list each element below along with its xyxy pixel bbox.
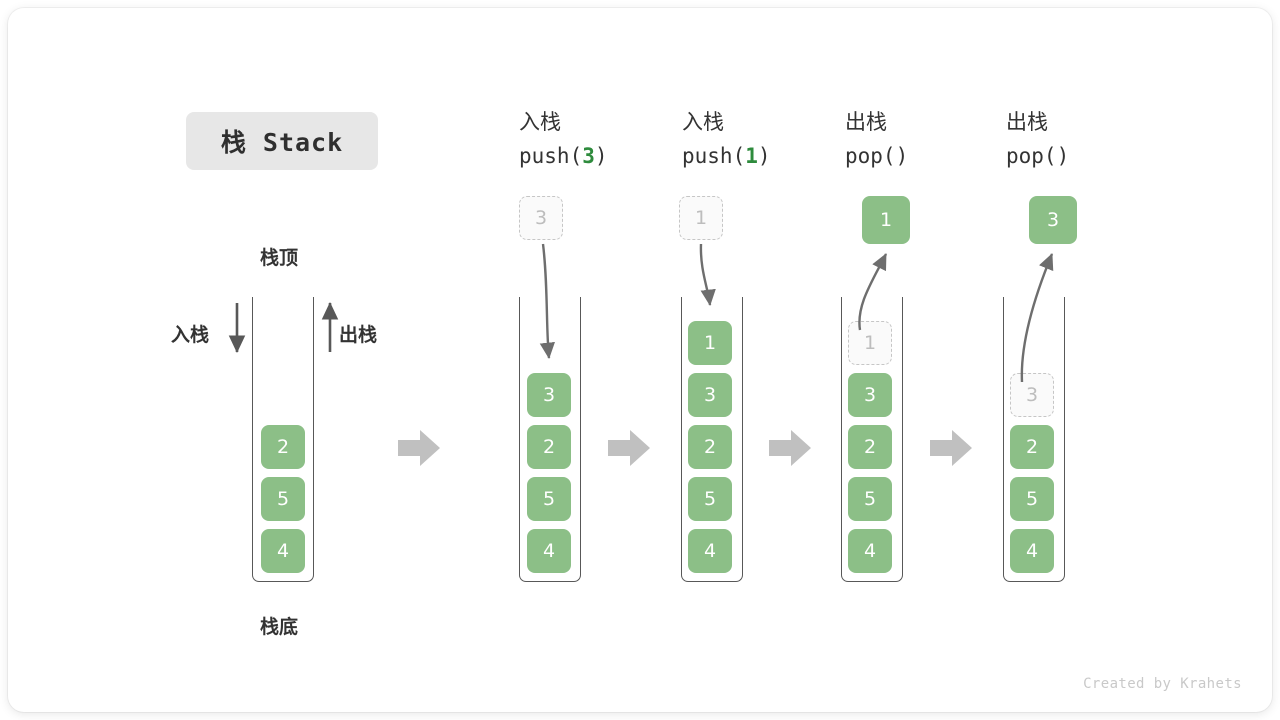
code-argument: 3 — [582, 144, 595, 168]
popped-cell-3: 3 — [1029, 196, 1077, 244]
stack-container-initial — [252, 297, 314, 582]
stack-cell: 2 — [261, 425, 305, 469]
column-header-code: push(1) — [682, 139, 771, 173]
stack-cell: 5 — [261, 477, 305, 521]
stack-cell: 2 — [527, 425, 571, 469]
code-prefix: pop( — [845, 144, 896, 168]
watermark: Created by Krahets — [1083, 676, 1242, 692]
step-arrow-icon — [398, 430, 440, 466]
code-suffix: ) — [594, 144, 608, 168]
floating-cell-push-3: 3 — [519, 196, 563, 240]
column-header-code: pop() — [845, 139, 908, 173]
stack-cell: 2 — [848, 425, 892, 469]
code-prefix: pop( — [1006, 144, 1057, 168]
pop-direction-label: 出栈 — [339, 324, 378, 346]
stack-cell: 2 — [1010, 425, 1054, 469]
code-suffix: ) — [1056, 144, 1070, 168]
stack-cell-vacated: 3 — [1010, 373, 1054, 417]
stack-container-pop-2 — [1003, 297, 1065, 582]
stack-bottom-label: 栈底 — [260, 616, 299, 638]
column-header-cn: 入栈 — [682, 110, 724, 134]
stack-cell: 1 — [688, 321, 732, 365]
stack-cell: 4 — [848, 529, 892, 573]
stack-cell: 5 — [527, 477, 571, 521]
stack-cell-vacated: 1 — [848, 321, 892, 365]
column-header-push-1: 入栈 push(1) — [682, 105, 771, 173]
diagram-title-chip: 栈 Stack — [186, 112, 378, 170]
column-header-code: push(3) — [519, 139, 608, 173]
stack-cell: 2 — [688, 425, 732, 469]
column-header-pop-2: 出栈 pop() — [1006, 105, 1069, 173]
push-direction-label: 入栈 — [171, 324, 210, 346]
column-header-push-3: 入栈 push(3) — [519, 105, 608, 173]
column-header-cn: 出栈 — [845, 110, 887, 134]
column-header-code: pop() — [1006, 139, 1069, 173]
diagram-title: 栈 Stack — [220, 128, 344, 157]
code-argument: 1 — [745, 144, 758, 168]
stack-cell: 4 — [261, 529, 305, 573]
column-header-cn: 出栈 — [1006, 110, 1048, 134]
code-prefix: push( — [519, 144, 583, 168]
stack-container-pop-1 — [841, 297, 903, 582]
stack-cell: 5 — [688, 477, 732, 521]
stack-container-push-1 — [681, 297, 743, 582]
stack-cell: 3 — [848, 373, 892, 417]
code-suffix: ) — [895, 144, 909, 168]
stack-cell: 5 — [848, 477, 892, 521]
stack-cell: 3 — [688, 373, 732, 417]
step-arrow-icon — [769, 430, 811, 466]
stack-cell: 5 — [1010, 477, 1054, 521]
stack-cell: 4 — [527, 529, 571, 573]
column-header-pop-1: 出栈 pop() — [845, 105, 908, 173]
stack-cell: 3 — [527, 373, 571, 417]
popped-cell-1: 1 — [862, 196, 910, 244]
floating-cell-push-1: 1 — [679, 196, 723, 240]
step-arrow-icon — [608, 430, 650, 466]
stack-cell: 4 — [1010, 529, 1054, 573]
code-suffix: ) — [757, 144, 771, 168]
column-header-cn: 入栈 — [519, 110, 561, 134]
stack-cell: 4 — [688, 529, 732, 573]
step-arrow-icon — [930, 430, 972, 466]
code-prefix: push( — [682, 144, 746, 168]
stack-top-label: 栈顶 — [260, 247, 299, 269]
stack-container-push-3 — [519, 297, 581, 582]
